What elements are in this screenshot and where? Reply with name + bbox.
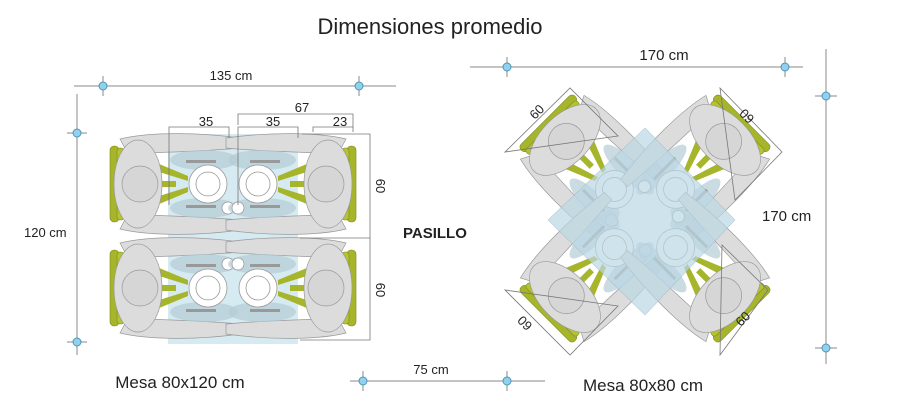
right-caption: Mesa 80x80 cm — [583, 376, 703, 395]
width-label: 135 cm — [210, 68, 253, 83]
dim-170-v: 170 cm — [762, 49, 837, 364]
dim-60-tl: 60 — [526, 101, 547, 122]
dim-inner: 35 35 67 23 60 60 — [168, 100, 388, 341]
dim-35b: 35 — [266, 114, 280, 129]
person-top-left — [109, 133, 241, 235]
table-80x80: 60 60 60 60 — [503, 84, 783, 357]
right-width-label: 170 cm — [639, 47, 688, 64]
dim-67: 67 — [295, 100, 309, 115]
dim-60b: 60 — [373, 283, 388, 297]
height-label: 120 cm — [24, 225, 67, 240]
left-caption: Mesa 80x120 cm — [115, 373, 244, 392]
person-bottom-left — [109, 237, 241, 339]
dim-23: 23 — [333, 114, 347, 129]
aisle-label: PASILLO — [403, 225, 467, 242]
aisle-width-label: 75 cm — [413, 362, 448, 377]
dim-60-bl: 60 — [514, 313, 535, 334]
dim-120: 120 cm — [24, 94, 87, 355]
dim-135: 135 cm — [74, 68, 396, 96]
right-height-label: 170 cm — [762, 208, 811, 225]
person-bottom-right — [225, 237, 357, 339]
person-top-right — [225, 133, 357, 235]
dim-170-h: 170 cm — [470, 47, 803, 77]
title: Dimensiones promedio — [318, 14, 543, 39]
table-80x120 — [109, 133, 357, 344]
dim-75: 75 cm — [350, 362, 545, 391]
dim-60a: 60 — [373, 179, 388, 193]
dim-35a: 35 — [199, 114, 213, 129]
